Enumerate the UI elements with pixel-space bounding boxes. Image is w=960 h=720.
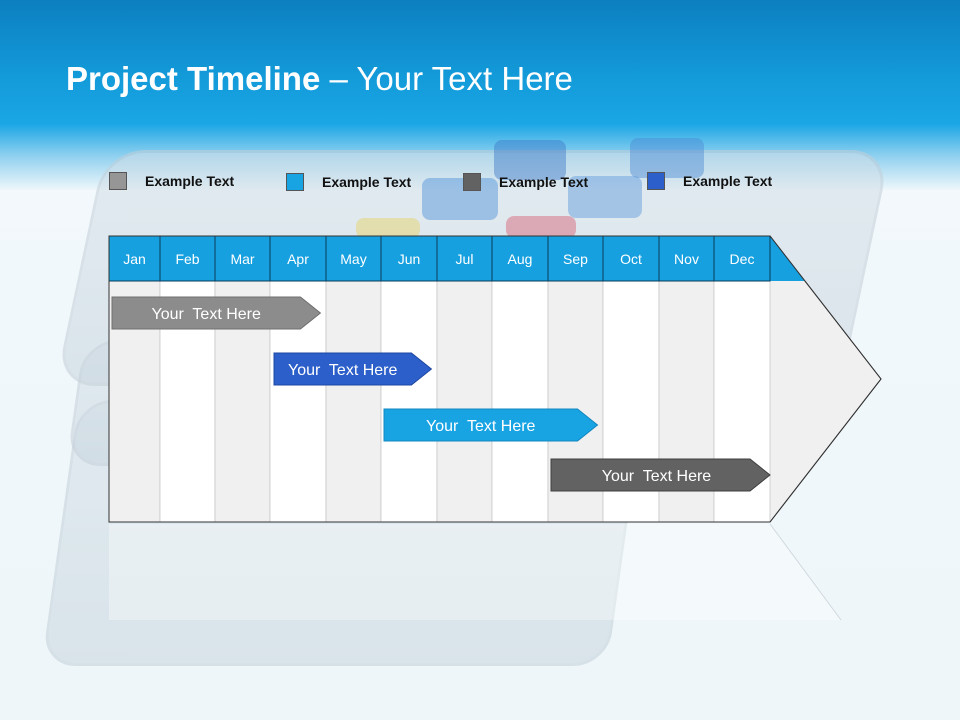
legend-label: Example Text	[322, 174, 412, 190]
month-column	[436, 280, 493, 523]
app-tile-icon	[422, 178, 498, 220]
legend-label: Example Text	[145, 173, 235, 189]
month-label: Dec	[730, 251, 755, 267]
month-column	[380, 280, 438, 523]
legend-item: Example Text	[286, 172, 411, 192]
month-column	[325, 280, 382, 523]
timeline-reflection	[109, 524, 841, 620]
task-bar-label: Your Text Here	[602, 468, 712, 485]
month-header-bar	[109, 236, 805, 281]
month-label: Mar	[230, 251, 254, 267]
task-bar	[550, 458, 771, 492]
timeline-reflection	[769, 523, 842, 621]
legend-label: Example Text	[683, 173, 773, 189]
month-label: Nov	[674, 251, 699, 267]
legend-swatch	[286, 173, 304, 191]
legend-item: Example Text	[463, 172, 588, 192]
legend-item: Example Text	[647, 171, 772, 191]
month-label: Oct	[620, 251, 642, 267]
task-bar-label: Your Text Here	[288, 362, 398, 379]
task-bar	[111, 296, 322, 330]
app-tile-icon	[356, 218, 420, 238]
month-label: May	[340, 251, 366, 267]
legend-item: Example Text	[109, 171, 234, 191]
month-label: Feb	[175, 251, 199, 267]
title-rest: – Your Text Here	[320, 60, 573, 97]
month-label: Jun	[398, 251, 421, 267]
task-bar-label: Your Text Here	[151, 306, 261, 323]
task-bar	[383, 408, 599, 442]
app-tile-icon	[494, 140, 566, 180]
app-tile-icon	[506, 216, 576, 238]
slide-title: Project Timeline – Your Text Here	[66, 60, 573, 98]
task-bar	[273, 352, 433, 386]
task-bar-label: Your Text Here	[426, 418, 536, 435]
app-tile-icon	[630, 138, 704, 178]
legend-label: Example Text	[499, 174, 589, 190]
timeline-arrow-outline	[108, 235, 882, 523]
legend-swatch	[647, 172, 665, 190]
month-label: Sep	[563, 251, 588, 267]
legend-swatch	[463, 173, 481, 191]
legend-swatch	[109, 172, 127, 190]
month-label: Jul	[456, 251, 474, 267]
title-bold: Project Timeline	[66, 60, 321, 97]
app-tile-icon	[568, 176, 642, 218]
month-label: Jan	[123, 251, 146, 267]
month-label: Apr	[287, 251, 309, 267]
month-label: Aug	[508, 251, 533, 267]
month-column	[491, 280, 549, 523]
